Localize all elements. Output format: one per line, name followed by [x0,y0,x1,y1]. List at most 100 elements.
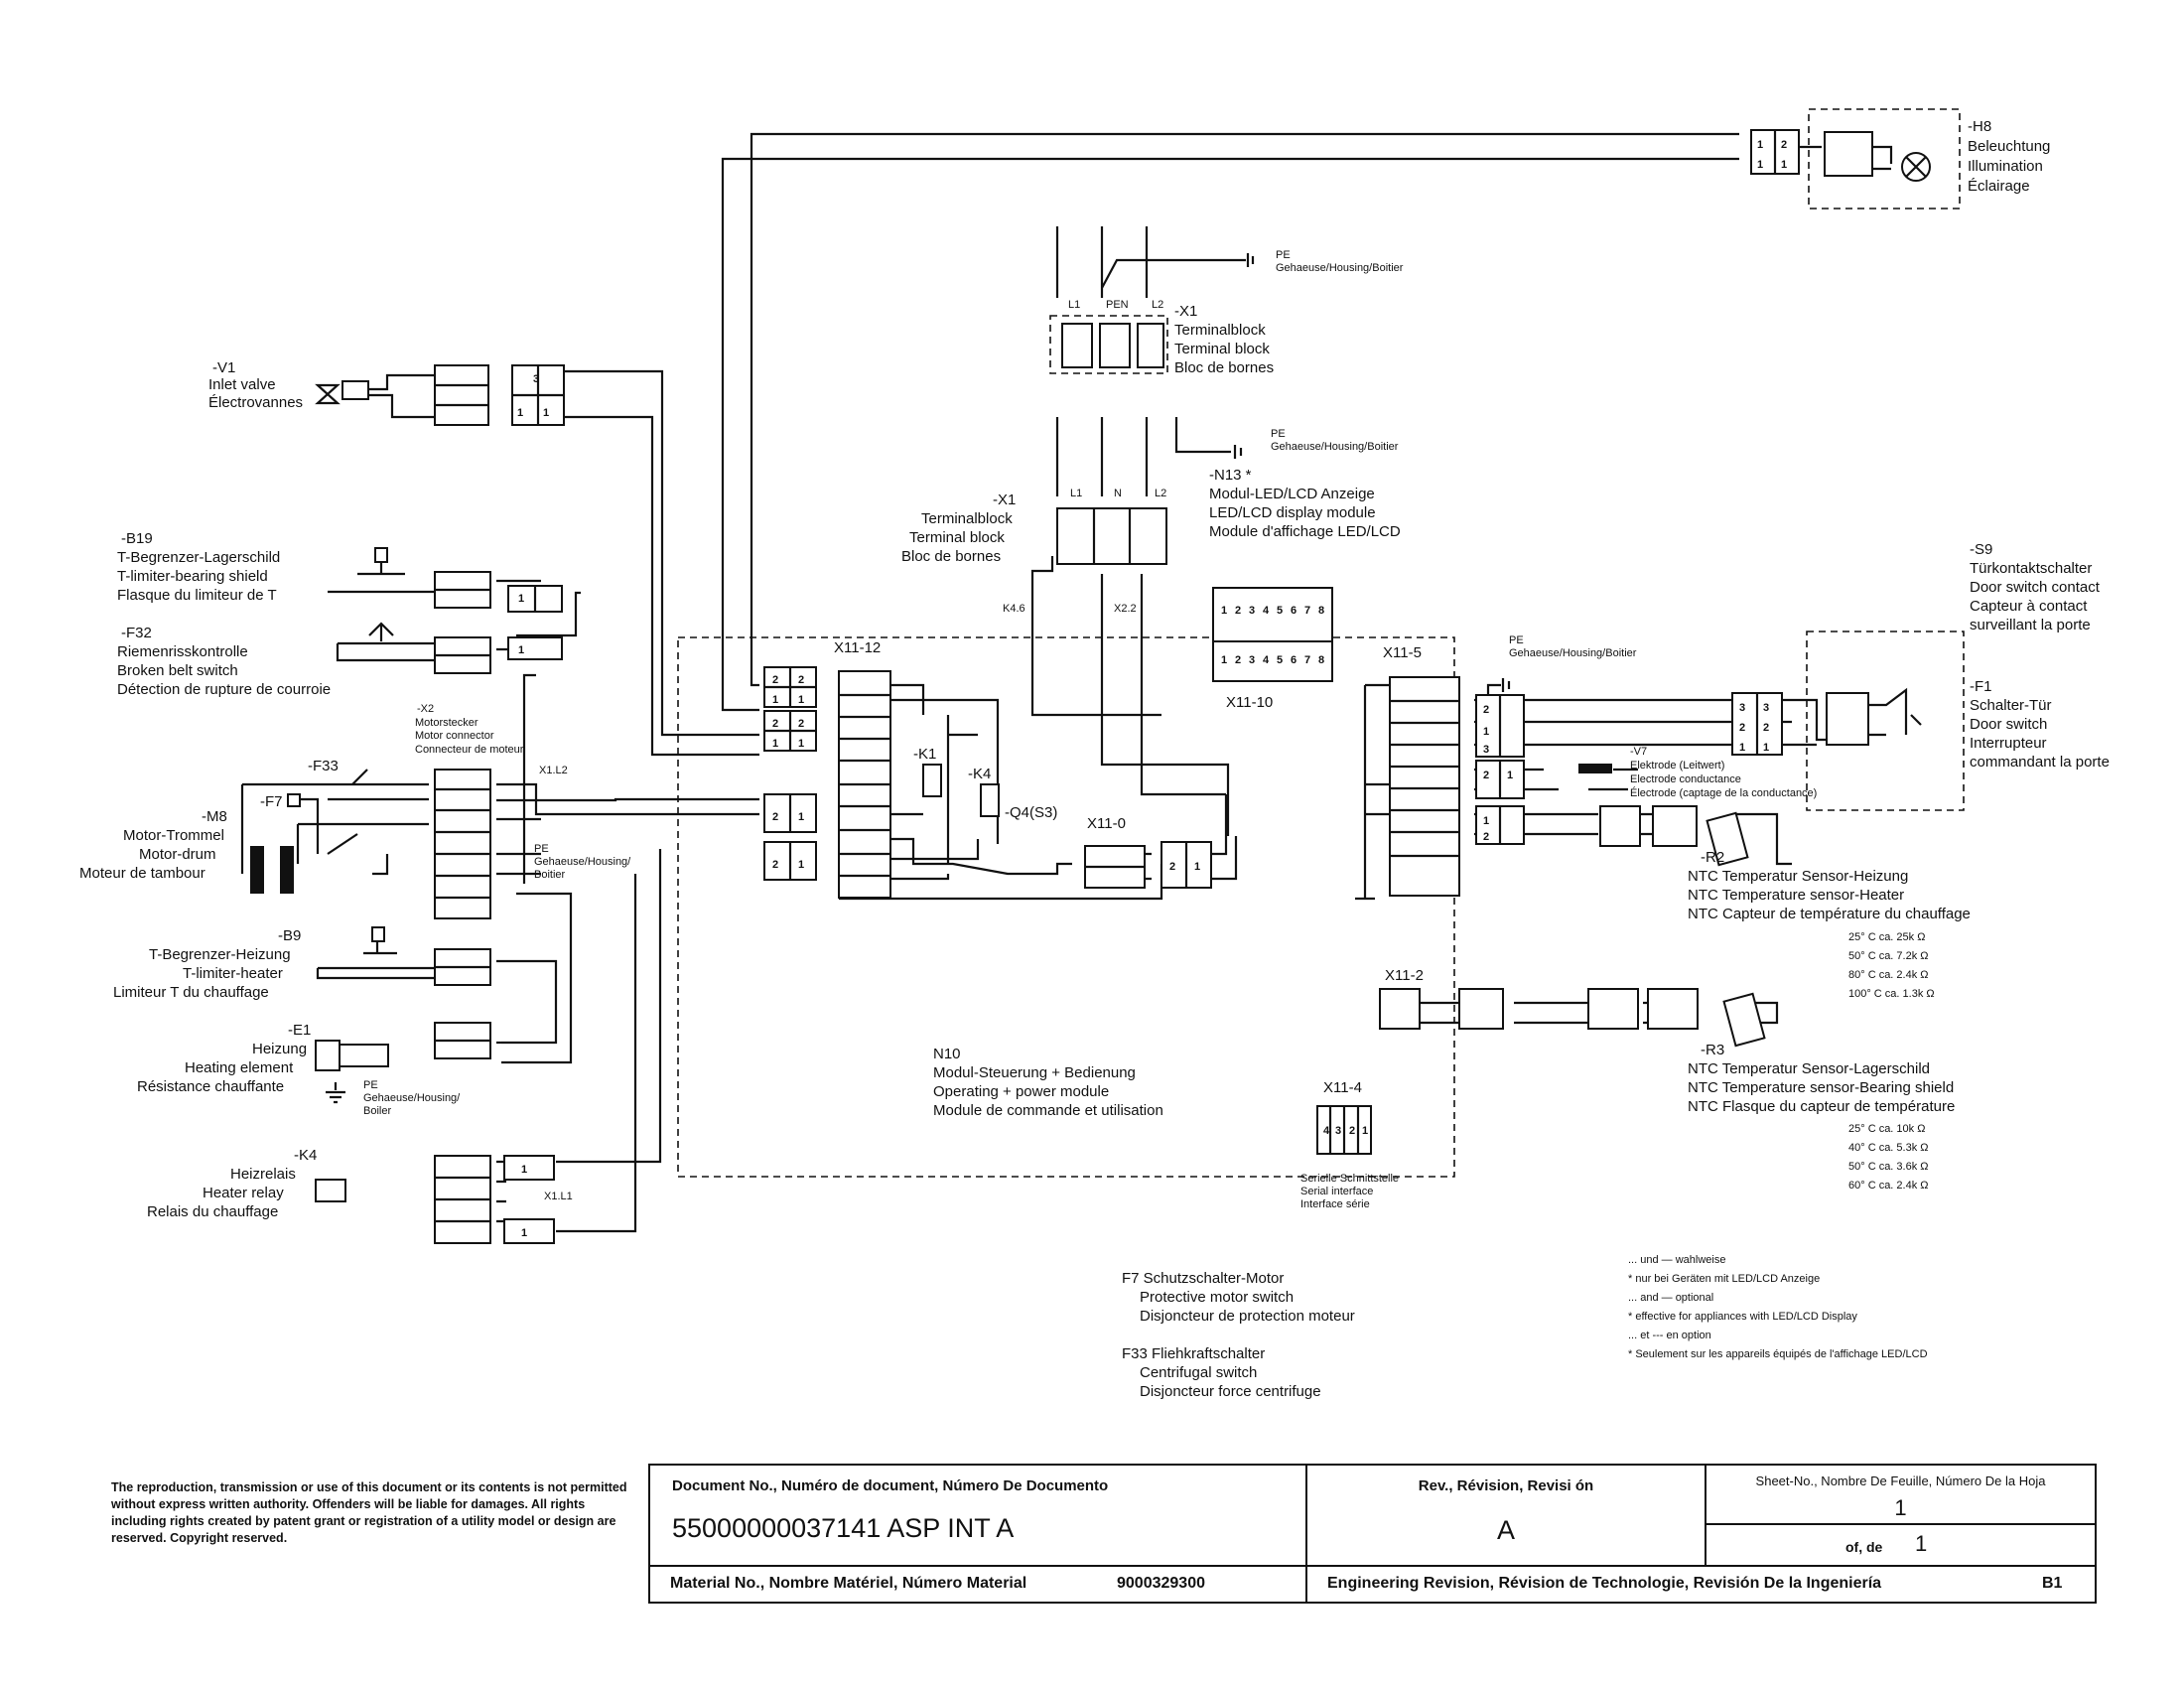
svg-text:2: 2 [1763,722,1769,734]
x11-10-ref: X11-10 [1226,694,1273,711]
x1-mid-wire-k46: K4.6 [1003,603,1025,615]
svg-text:3: 3 [1483,744,1489,756]
copyright-notice: The reproduction, transmission or use of… [111,1480,627,1545]
sheet-label: Sheet-No., Nombre De Feuille, Número De … [1755,1474,2046,1488]
f1-line-1: Door switch [1970,716,2047,733]
doc-number-label: Document No., Numéro de document, Número… [672,1477,1109,1494]
material-number: 9000329300 [1117,1575,1205,1592]
svg-text:3: 3 [1249,605,1255,617]
svg-text:1: 1 [1739,742,1745,754]
x11-12-ref: X11-12 [834,639,881,656]
svg-text:1: 1 [518,644,524,656]
pe-mid-sub: Gehaeuse/Housing/Boitier [1271,441,1399,453]
svg-text:6: 6 [1291,654,1297,666]
svg-text:5: 5 [1277,654,1283,666]
h8-line-1: Illumination [1968,158,2043,175]
k1-ref: -K1 [913,746,936,763]
svg-text:1: 1 [1221,654,1227,666]
note-f7-line-0: Protective motor switch [1140,1289,1294,1306]
note-f7-head: F7 Schutzschalter-Motor [1122,1270,1284,1287]
s9-line-0: Türkontaktschalter [1970,560,2092,577]
r3-line-2: NTC Flasque du capteur de température [1688,1098,1955,1115]
v7-ref: -V7 [1630,746,1647,758]
svg-text:1: 1 [772,738,778,750]
svg-text:1: 1 [1194,861,1200,873]
pe-motor-line-0: Gehaeuse/Housing/ [534,856,631,868]
r3-value-2: 50° C ca. 3.6k Ω [1848,1161,1929,1173]
note-f33-head: F33 Fliehkraftschalter [1122,1345,1265,1362]
svg-text:3: 3 [1739,702,1745,714]
x1-mid-pin-n: N [1114,488,1122,499]
e1-ref: -E1 [288,1022,311,1039]
svg-text:1: 1 [1483,726,1489,738]
svg-text:2: 2 [1349,1125,1355,1137]
of-value: 1 [1915,1531,1928,1556]
svg-text:2: 2 [1169,861,1175,873]
doc-number: 55000000037141 ASP INT A [672,1513,1015,1543]
b9-line-2: Limiteur T du chauffage [113,984,269,1001]
x1-top-line-0: Terminalblock [1174,322,1266,339]
v7-line-1: Electrode conductance [1630,773,1741,785]
r3-ref: -R3 [1701,1042,1724,1058]
m8-ref: -M8 [202,808,227,825]
of-cell: of, de 1 [1706,1525,2095,1567]
pe-motor-ref: PE [534,843,549,855]
svg-text:3: 3 [1763,702,1769,714]
f7-ref: -F7 [260,793,283,810]
f1-line-2: Interrupteur [1970,735,2047,752]
svg-text:2: 2 [772,718,778,730]
svg-text:3: 3 [1249,654,1255,666]
k4-line-2: Relais du chauffage [147,1203,278,1220]
n10-line-2: Operating + power module [933,1083,1109,1100]
e1-line-0: Heizung [252,1041,307,1057]
svg-text:2: 2 [1483,704,1489,716]
svg-text:2: 2 [1483,770,1489,781]
svg-text:1: 1 [798,811,804,823]
revision-cell: Rev., Révision, Revisi ón A [1307,1466,1706,1567]
svg-text:1: 1 [518,593,524,605]
x1-top-line-1: Terminal block [1174,341,1270,357]
r3-value-1: 40° C ca. 5.3k Ω [1848,1142,1929,1154]
svg-text:2: 2 [1235,654,1241,666]
s9-line-2: Capteur à contact [1970,598,2088,615]
e1-line-2: Résistance chauffante [137,1078,284,1095]
n10-line-0: N10 [933,1046,961,1062]
f32-line-0: Riemenrisskontrolle [117,643,248,660]
h8-boundary [1808,108,1961,210]
x11-4-line-0: Serielle Schnittstelle [1300,1173,1399,1185]
n13-ref: -N13 * [1209,467,1252,484]
svg-text:3: 3 [1335,1125,1341,1137]
svg-text:8: 8 [1318,605,1324,617]
x11-4-line-1: Serial interface [1300,1186,1373,1197]
r3-line-0: NTC Temperatur Sensor-Lagerschild [1688,1060,1930,1077]
v1-line-1: Électrovannes [208,394,303,411]
engineering-label: Engineering Revision, Révision de Techno… [1327,1575,1882,1592]
svg-text:2: 2 [772,674,778,686]
svg-text:3: 3 [533,373,539,385]
e1-line-1: Heating element [185,1059,294,1076]
n10-module-boundary [677,636,1455,1178]
svg-text:1: 1 [1757,159,1763,171]
r2-line-0: NTC Temperatur Sensor-Heizung [1688,868,1908,885]
note-f33-line-1: Disjoncteur force centrifuge [1140,1383,1321,1400]
svg-text:8: 8 [1318,654,1324,666]
note-right-5: * Seulement sur les appareils équipés de… [1628,1348,1928,1360]
svg-text:1: 1 [798,694,804,706]
revision-value: A [1496,1515,1515,1545]
svg-text:1: 1 [1757,139,1763,151]
n13-line-2: Module d'affichage LED/LCD [1209,523,1401,540]
x1-top-pin-pen: PEN [1106,299,1129,311]
x2-line-0: Motorstecker [415,717,478,729]
svg-text:4: 4 [1263,654,1270,666]
x2-ref: -X2 [417,703,434,715]
k4-line-0: Heizrelais [230,1166,296,1183]
x11-5-ref: X11-5 [1383,644,1422,661]
svg-text:4: 4 [1323,1125,1330,1137]
engineering-cell: Engineering Revision, Révision de Techno… [1307,1567,2095,1602]
material-cell: Material No., Nombre Matériel, Número Ma… [650,1567,1307,1602]
note-right-2: ... and — optional [1628,1292,1713,1304]
svg-text:2: 2 [772,811,778,823]
